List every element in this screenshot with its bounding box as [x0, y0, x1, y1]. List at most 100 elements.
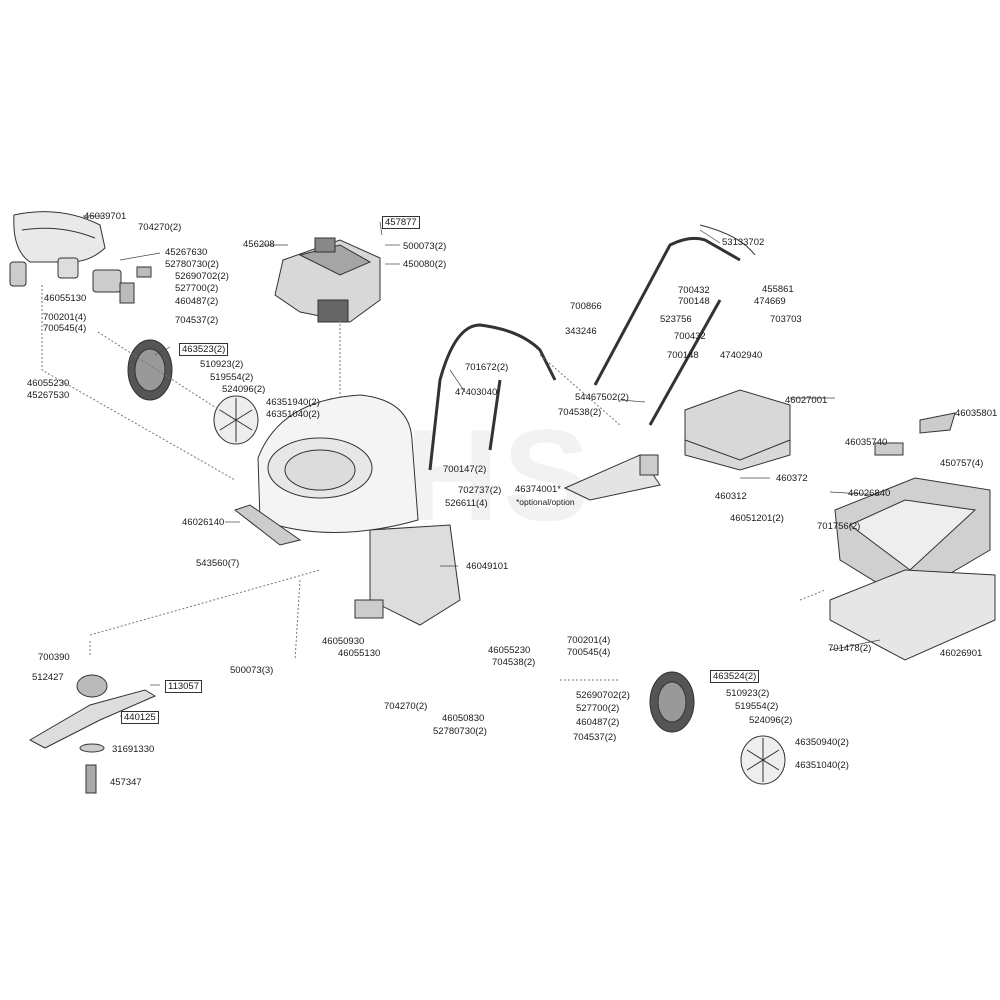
part-46027001: 46027001	[785, 395, 828, 406]
part-700148-mid: 700148	[667, 350, 699, 361]
part-526611: 526611(4)	[445, 498, 488, 509]
lower-handle-shape	[428, 323, 557, 471]
guide-lines	[41, 285, 826, 681]
part-700201-bottom: 700201(4)	[567, 635, 611, 646]
part-704538-top: 704538(2)	[558, 407, 602, 418]
rear-cover-shape	[369, 524, 461, 626]
part-700432-top: 700432	[678, 285, 710, 296]
part-519554-top: 519554(2)	[210, 372, 254, 383]
bracket-left-2-shape	[92, 269, 122, 293]
part-700545-top: 700545(4)	[43, 323, 87, 334]
part-702737: 702737(2)	[458, 485, 502, 496]
rear-flap-shape	[13, 211, 106, 279]
part-463524: 463524(2)	[710, 670, 760, 683]
part-524096-top: 524096(2)	[222, 384, 266, 395]
part-47402940: 47402940	[720, 350, 763, 361]
part-527700-top: 527700(2)	[175, 283, 219, 294]
upper-handle-shape	[593, 236, 741, 426]
rear-wheel-left-shape	[127, 339, 173, 401]
part-46049101: 46049101	[466, 561, 509, 572]
part-46026140: 46026140	[182, 517, 225, 528]
part-524096-bottom: 524096(2)	[749, 715, 793, 726]
part-440125: 440125	[121, 711, 159, 724]
part-701478: 701478(2)	[828, 643, 872, 654]
part-46351940: 46351940(2)	[266, 397, 320, 408]
part-45267530: 45267530	[27, 390, 70, 401]
rear-wheel-right-shape	[649, 671, 695, 733]
mower-deck-shape	[233, 394, 419, 546]
part-527700-bottom: 527700(2)	[576, 703, 620, 714]
part-460372: 460372	[776, 473, 808, 484]
part-510923-bottom: 510923(2)	[726, 688, 770, 699]
part-46039701: 46039701	[84, 211, 127, 222]
part-500073-bottom: 500073(3)	[230, 665, 274, 676]
part-510923-top: 510923(2)	[200, 359, 244, 370]
part-704270-top: 704270(2)	[138, 222, 182, 233]
part-457347: 457347	[110, 777, 142, 788]
part-31691330: 31691330	[112, 744, 155, 755]
part-46035801: 46035801	[955, 408, 998, 419]
part-46055130-bottom: 46055130	[338, 648, 381, 659]
part-52780730-bottom: 52780730(2)	[433, 726, 487, 737]
part-704538-bottom: 704538(2)	[492, 657, 536, 668]
part-700545-bottom: 700545(4)	[567, 647, 611, 658]
part-450757: 450757(4)	[940, 458, 984, 469]
part-46026901: 46026901	[940, 648, 983, 659]
part-54467502: 54467502(2)	[575, 392, 629, 403]
part-703703: 703703	[770, 314, 802, 325]
part-700390: 700390	[38, 652, 70, 663]
part-46351040-bottom: 46351040(2)	[795, 760, 849, 771]
grass-box-bottom-shape	[829, 569, 996, 661]
part-46374001-note: *optional/option	[516, 497, 575, 507]
part-46051201: 46051201(2)	[730, 513, 784, 524]
part-700147: 700147(2)	[443, 464, 487, 475]
part-523756: 523756	[660, 314, 692, 325]
part-700432-mid: 700432	[674, 331, 706, 342]
part-474669: 474669	[754, 296, 786, 307]
part-450080: 450080(2)	[403, 259, 447, 270]
part-343246: 343246	[565, 326, 597, 337]
cable-shape	[699, 224, 756, 256]
grass-box-top-shape	[834, 477, 991, 601]
part-460312: 460312	[715, 491, 747, 502]
part-704270-bottom: 704270(2)	[384, 701, 428, 712]
part-701756: 701756(2)	[817, 521, 861, 532]
part-500073-top: 500073(2)	[403, 241, 447, 252]
part-463523: 463523(2)	[179, 343, 229, 356]
part-46374001: 46374001*	[515, 484, 561, 495]
part-46055230-top: 46055230	[27, 378, 70, 389]
part-113057: 113057	[165, 680, 202, 693]
part-46035740: 46035740	[845, 437, 888, 448]
part-52780730-top: 52780730(2)	[165, 259, 219, 270]
part-46050930: 46050930	[322, 636, 365, 647]
part-52690702-bottom: 52690702(2)	[576, 690, 630, 701]
part-460487-bottom: 460487(2)	[576, 717, 620, 728]
part-456208: 456208	[243, 239, 275, 250]
part-512427: 512427	[32, 672, 64, 683]
part-45267630: 45267630	[165, 247, 208, 258]
part-700148-top: 700148	[678, 296, 710, 307]
part-519554-bottom: 519554(2)	[735, 701, 779, 712]
blade-shape	[28, 674, 157, 794]
part-52690702-top: 52690702(2)	[175, 271, 229, 282]
part-700201-top: 700201(4)	[43, 312, 87, 323]
hubcap-right-shape	[740, 735, 786, 785]
part-704537-bottom: 704537(2)	[573, 732, 617, 743]
part-46055230-bottom: 46055230	[488, 645, 531, 656]
part-704537-top: 704537(2)	[175, 315, 219, 326]
part-46050830: 46050830	[442, 713, 485, 724]
part-46351040-top: 46351040(2)	[266, 409, 320, 420]
part-701672: 701672(2)	[465, 362, 509, 373]
part-46055130-top: 46055130	[44, 293, 87, 304]
part-457877: 457877	[382, 216, 420, 229]
engine-shape	[274, 237, 381, 323]
part-543560: 543560(7)	[196, 558, 240, 569]
bracket-left-shape	[9, 261, 27, 287]
part-46026840: 46026840	[848, 488, 891, 499]
hubcap-left-shape	[213, 395, 259, 445]
side-discharge-chute-shape	[563, 454, 661, 501]
part-53133702: 53133702	[722, 237, 765, 248]
part-455861: 455861	[762, 284, 794, 295]
